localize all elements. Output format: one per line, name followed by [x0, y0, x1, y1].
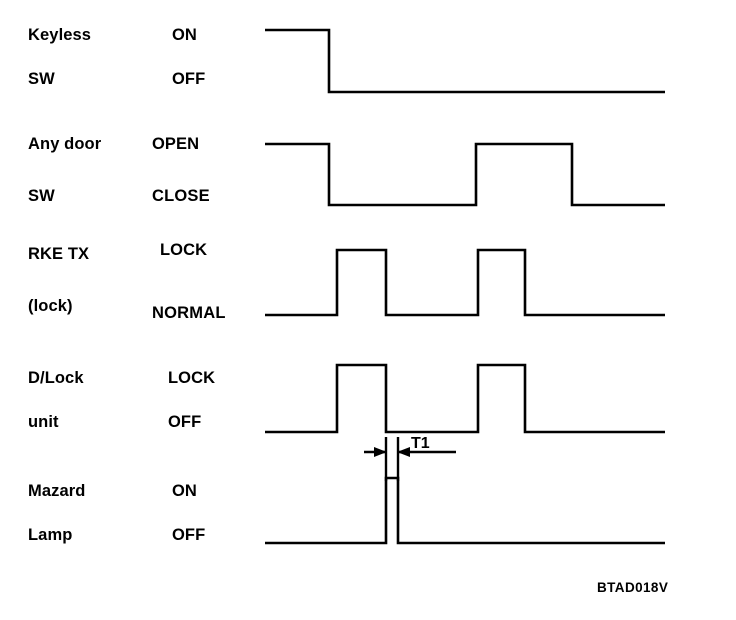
signal-name-mazard-lamp-line1: Mazard [28, 482, 86, 500]
signal-name-rke-tx-line1: RKE TX [28, 245, 90, 263]
signal-name-mazard-lamp-line2: Lamp [28, 526, 73, 544]
signal-name-keyless-sw-line1: Keyless [28, 26, 92, 44]
signal-name-rke-tx-line2: (lock) [28, 297, 73, 315]
signal-name-dlock-unit-line1: D/Lock [28, 369, 84, 387]
state-label-keyless-sw-on: ON [172, 26, 197, 44]
figure-code: BTAD018V [597, 580, 669, 595]
state-label-dlock-unit-off: OFF [168, 413, 202, 431]
state-label-keyless-sw-off: OFF [172, 70, 206, 88]
waveform-keyless-sw [265, 28, 665, 94]
t1-arrowhead-right [397, 447, 410, 457]
state-label-rke-tx-lock: LOCK [160, 241, 208, 259]
signal-name-dlock-unit-line2: unit [28, 413, 59, 431]
waveform-any-door-sw [265, 142, 665, 207]
waveform-dlock-unit [265, 363, 665, 434]
signal-name-keyless-sw-line2: SW [28, 70, 55, 88]
state-label-mazard-lamp-off: OFF [172, 526, 206, 544]
signal-name-any-door-sw-line2: SW [28, 187, 55, 205]
waveform-rke-tx-lock [265, 248, 665, 317]
t1-arrowhead-left [374, 447, 387, 457]
signal-name-any-door-sw-line1: Any door [28, 135, 102, 153]
state-label-any-door-sw-close: CLOSE [152, 187, 210, 205]
waveform-mazard-lamp [265, 476, 665, 545]
state-label-rke-tx-normal: NORMAL [152, 304, 226, 322]
state-label-mazard-lamp-on: ON [172, 482, 197, 500]
annotation-label-t1: T1 [411, 435, 430, 452]
state-label-dlock-unit-lock: LOCK [168, 369, 216, 387]
state-label-any-door-sw-open: OPEN [152, 135, 200, 153]
